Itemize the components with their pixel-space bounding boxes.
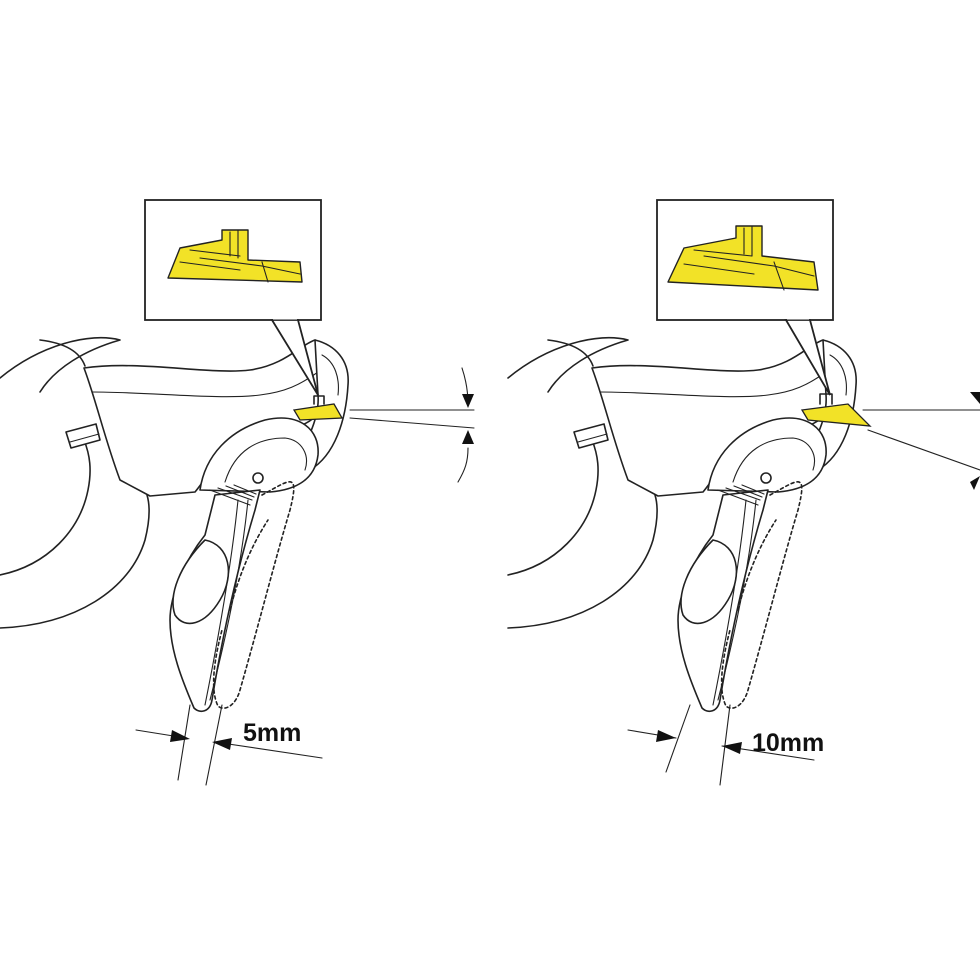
right-angle-line-bottom	[867, 429, 980, 471]
left-callout-pointer	[270, 319, 319, 396]
left-dimension-label: 5mm	[243, 719, 301, 747]
right-dimension-label: 10mm	[752, 729, 824, 757]
right-callout-pointer	[784, 319, 831, 396]
left-angle-line-bottom	[349, 417, 475, 429]
right-dim-extension-b	[719, 704, 731, 786]
right-shim-large	[800, 403, 872, 427]
right-lever-assembly	[507, 336, 857, 713]
left-dim-line-right	[214, 741, 323, 759]
left-lever-assembly	[0, 336, 349, 713]
right-shim-enlarged	[667, 225, 819, 291]
right-dim-extension-a	[665, 704, 691, 773]
left-shim-small	[292, 403, 344, 421]
right-panel: 10mm	[507, 199, 980, 786]
left-panel: 5mm	[0, 199, 475, 786]
left-dim-extension-a	[177, 704, 191, 781]
left-dim-extension-b	[205, 704, 223, 786]
left-shim-enlarged	[167, 229, 303, 283]
